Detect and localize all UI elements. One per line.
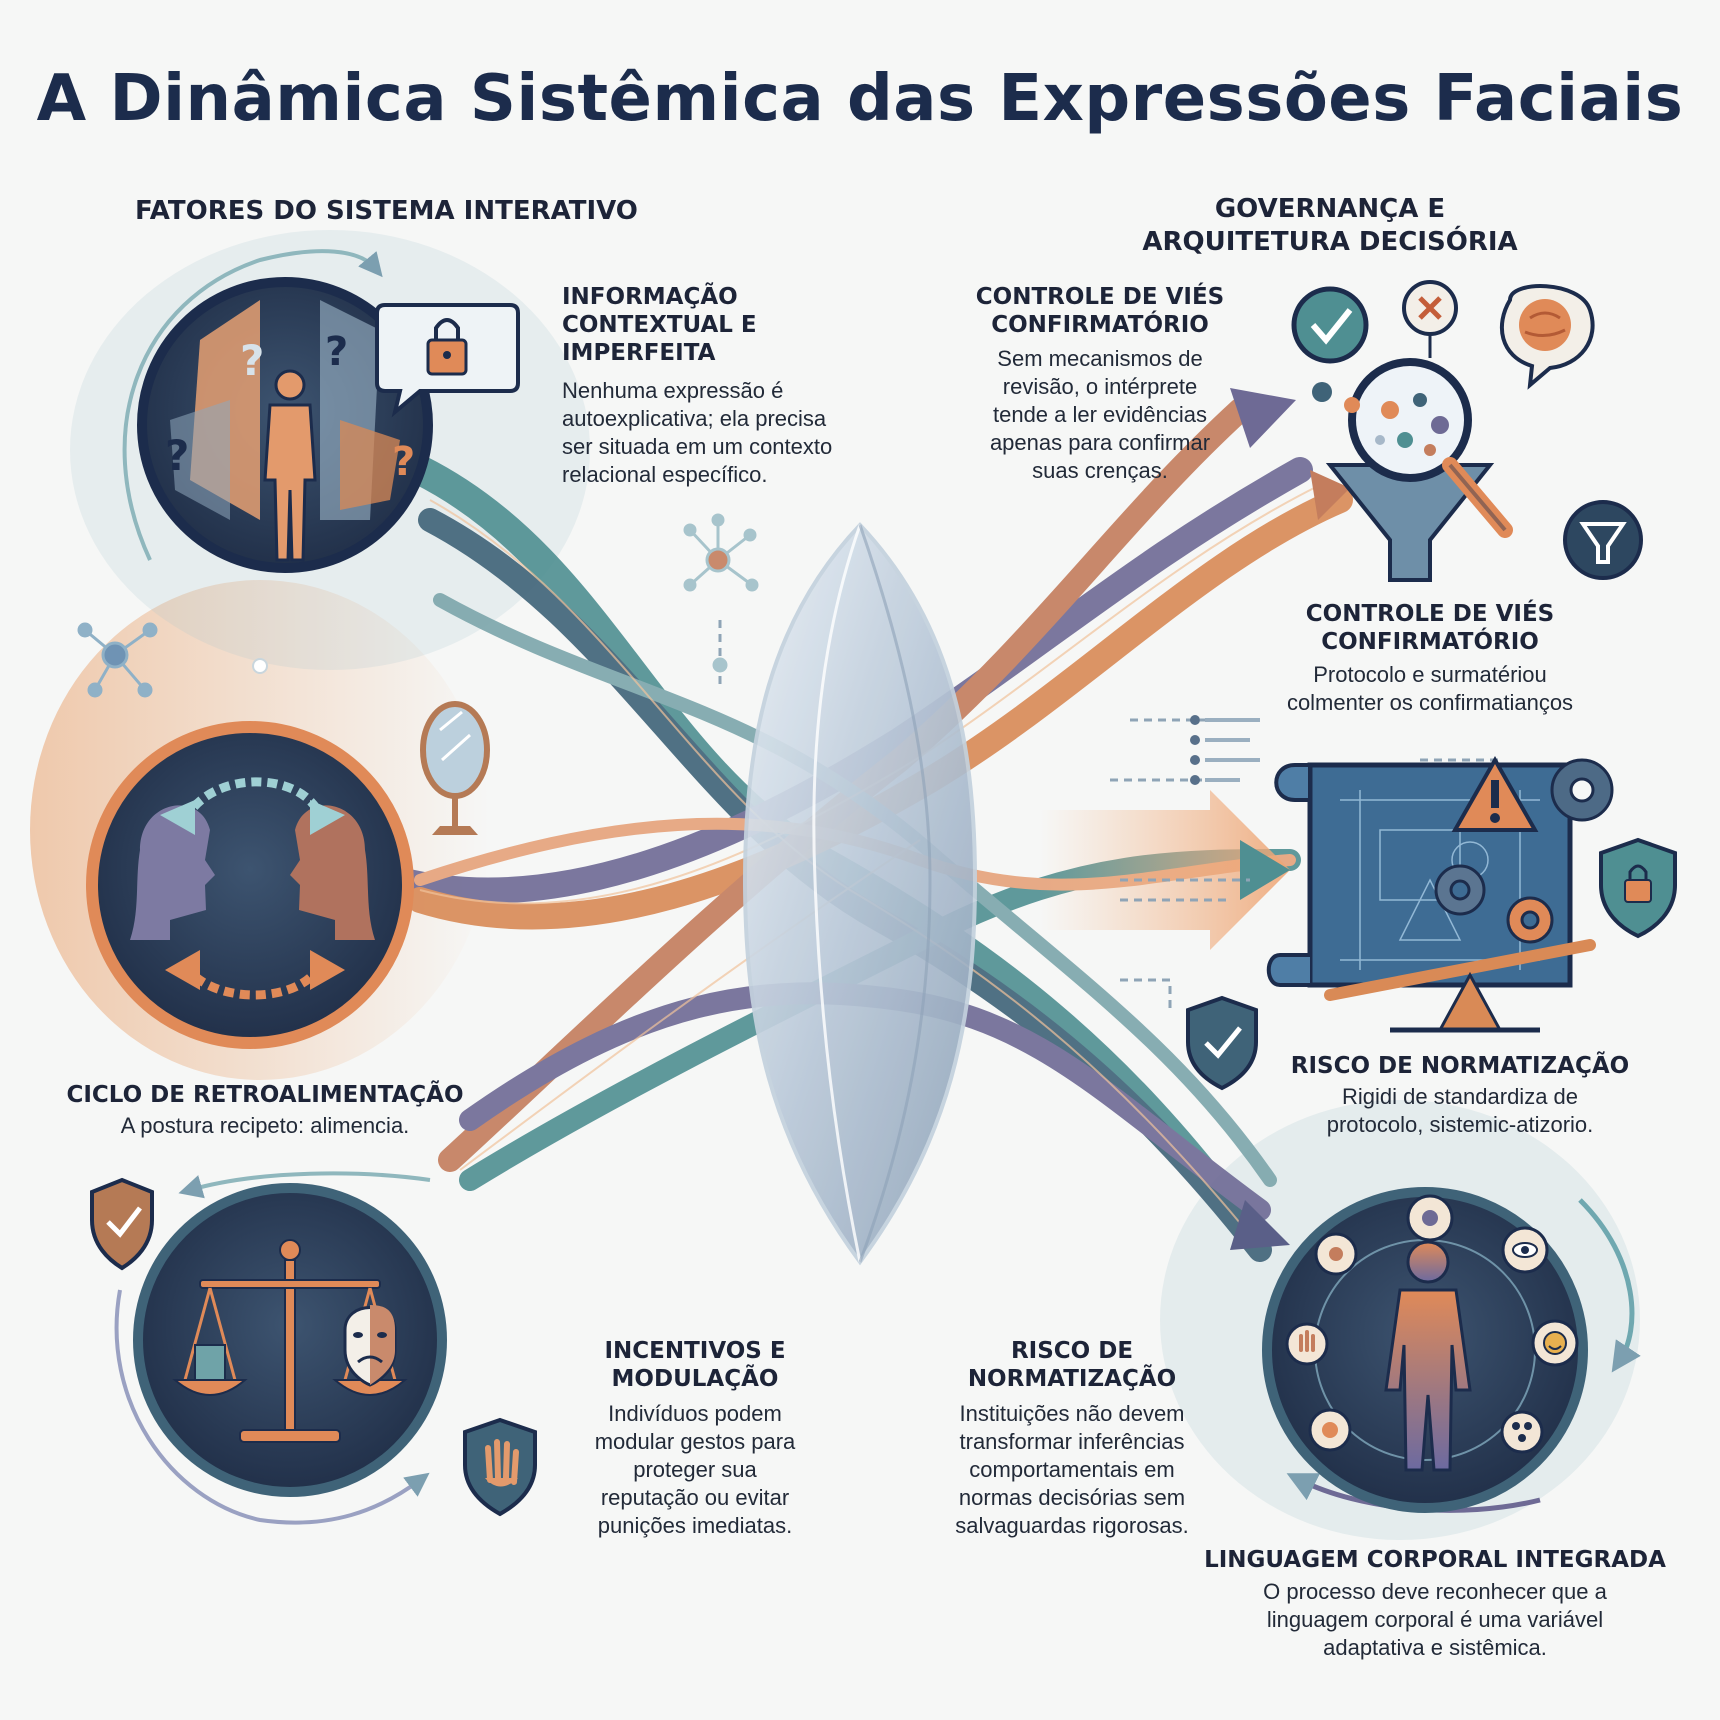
right-heading: GOVERNANÇA E ARQUITETURA DECISÓRIA	[1142, 194, 1518, 257]
mask-icon	[343, 1305, 397, 1387]
integrated-body-language-illustration	[1262, 1187, 1588, 1513]
lens-icon	[742, 522, 978, 1266]
page-title: A Dinâmica Sistêmica das Expressões Faci…	[36, 62, 1684, 136]
section-title-risco-2: RISCO DE NORMATIZAÇÃO	[967, 1338, 1177, 1393]
left-heading: FATORES DO SISTEMA INTERATIVO	[135, 196, 638, 226]
section-title-ciclo: CICLO DE RETROALIMENTAÇÃO	[66, 1082, 464, 1108]
x-icon	[1402, 280, 1458, 358]
feedback-cycle-illustration	[86, 721, 414, 1049]
section-title-incentivos: INCENTIVOS E MODULAÇÃO	[604, 1338, 786, 1393]
question-mark-icon: ?	[165, 431, 189, 480]
section-title-risco-1: RISCO DE NORMATIZAÇÃO	[1290, 1053, 1630, 1079]
funnel-icon	[1563, 500, 1643, 580]
hand-icon	[1299, 1330, 1315, 1352]
section-text-risco-1: Rigidi de standardiza de protocolo, sist…	[1326, 1084, 1594, 1137]
shield-check-icon	[1186, 995, 1258, 1091]
scales-icon	[172, 1239, 408, 1443]
section-title-controle-1: CONTROLE DE VIÉS CONFIRMATÓRIO	[975, 284, 1225, 339]
question-mark-icon: ?	[392, 439, 415, 485]
section-title-controle-2: CONTROLE DE VIÉS CONFIRMATÓRIO	[1305, 601, 1555, 656]
lock-icon	[375, 303, 520, 418]
molecule-icon	[1512, 1422, 1532, 1442]
brain-icon	[1500, 284, 1595, 390]
gear-icon	[1506, 896, 1554, 944]
hand-shield-icon	[463, 1417, 537, 1517]
two-heads-icon	[130, 805, 375, 940]
incentives-illustration	[133, 1183, 447, 1497]
section-text-risco-2: Instituições não devem transformar infer…	[955, 1401, 1189, 1538]
section-text-controle-2: Protocolo e surmatériou colmenter os con…	[1286, 662, 1574, 715]
contextual-information-illustration: ? ? ? ?	[137, 277, 520, 573]
magnifier-icon	[1325, 358, 1513, 582]
blueprint-icon	[1266, 762, 1596, 1033]
eye-icon	[1512, 1242, 1538, 1258]
person-icon	[263, 369, 317, 562]
section-title-linguagem: LINGUAGEM CORPORAL INTEGRADA	[1204, 1547, 1666, 1573]
question-mark-icon: ?	[325, 329, 348, 375]
warning-icon	[1451, 755, 1539, 832]
molecule-icon	[77, 622, 158, 698]
check-icon	[1291, 286, 1369, 364]
section-text-controle-1: Sem mecanismos de revisão, o intérprete …	[989, 346, 1211, 483]
section-text-incentivos: Indivíduos podem modular gestos para pro…	[594, 1401, 796, 1538]
gear-icon	[1550, 758, 1614, 822]
question-mark-icon: ?	[240, 336, 264, 385]
section-text-informacao: Nenhuma expressão é autoexplicativa; ela…	[562, 378, 833, 487]
lock-shield-icon	[1599, 837, 1677, 939]
section-text-ciclo: A postura recipeto: alimencia.	[120, 1113, 410, 1138]
smile-icon	[1543, 1331, 1567, 1355]
gear-icon	[1434, 864, 1486, 916]
section-text-linguagem: O processo deve reconhecer que a linguag…	[1263, 1579, 1607, 1660]
molecule-icon	[683, 513, 759, 673]
mirror-icon	[420, 701, 490, 835]
shield-check-icon	[90, 1177, 154, 1271]
section-title-informacao: INFORMAÇÃO CONTEXTUAL E IMPERFEITA	[562, 284, 757, 367]
body-figure-icon	[1384, 1240, 1472, 1472]
arrows-icon	[160, 777, 345, 1000]
